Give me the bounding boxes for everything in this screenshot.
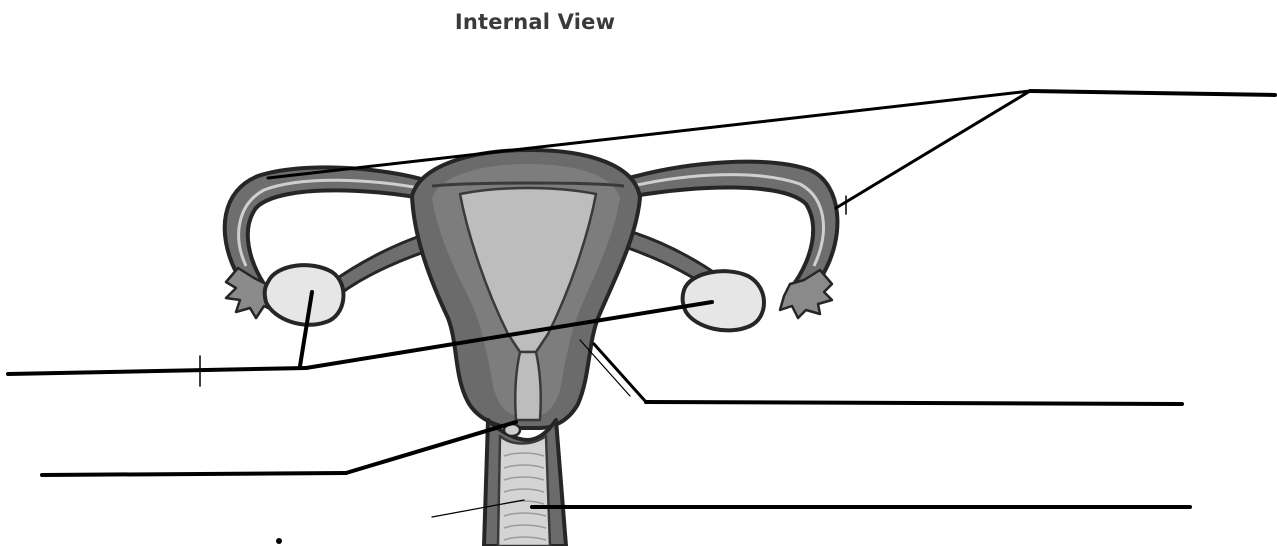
leader-line-right-middle-horizontal [646,402,1182,404]
leader-line-right-middle-to-wall [594,344,646,402]
leader-lines [8,91,1275,517]
right-ovary [683,271,764,330]
left-ovarian-ligament [332,236,424,294]
vagina [484,420,566,546]
leader-line-top-right-horizontal [1030,91,1275,95]
uterus [412,150,640,428]
left-ovary [265,265,344,325]
cervical-canal [515,352,541,420]
stray-dot [276,538,282,544]
leader-line-left-bottom-horizontal [42,473,346,475]
leader-line-left-horizontal [8,368,306,374]
leader-line-top-right-to-left-tube [268,91,1030,178]
